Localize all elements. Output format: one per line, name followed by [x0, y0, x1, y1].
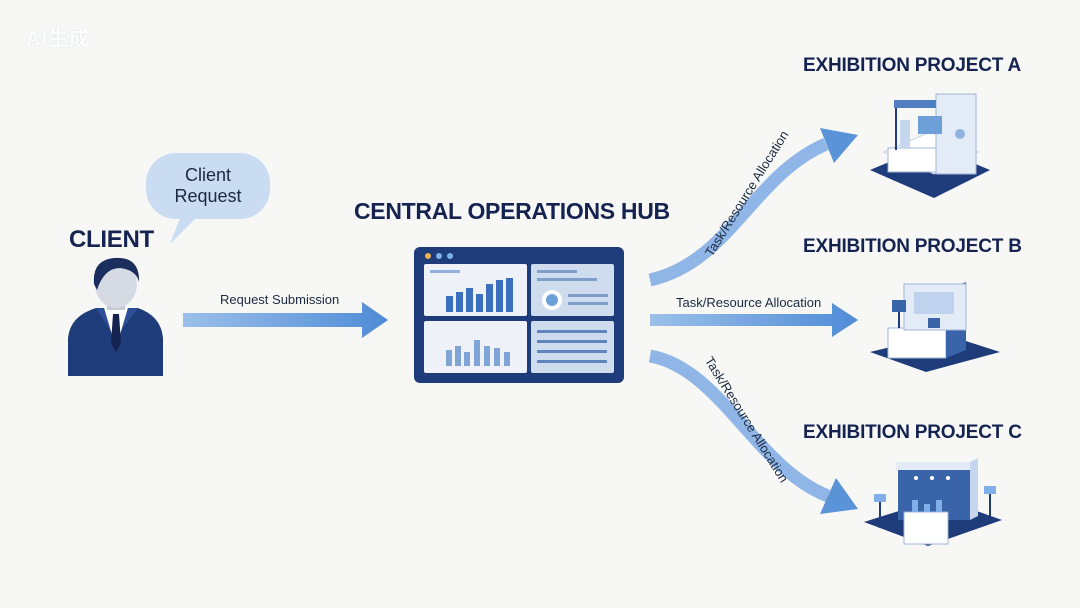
project-a-booth-icon: [870, 93, 990, 198]
request-submission-label: Request Submission: [220, 292, 340, 307]
project-a-title: EXHIBITION PROJECT A: [803, 55, 1022, 76]
project-c-title: EXHIBITION PROJECT C: [803, 422, 1022, 443]
bubble-line-1: Client: [184, 165, 232, 185]
hub-dashboard-icon: [414, 247, 624, 383]
project-b-booth-icon: [870, 282, 1000, 372]
speech-bubble: [146, 153, 270, 244]
hub-title: CENTRAL OPERATIONS HUB: [354, 198, 670, 224]
client-request-bubble-text: Client Request: [146, 165, 270, 207]
allocation-label-b: Task/Resource Allocation: [676, 295, 822, 310]
arrow-to-project-a: [648, 128, 858, 287]
client-title: CLIENT: [69, 226, 154, 253]
arrow-to-project-c: [648, 349, 858, 514]
client-person-icon: [68, 257, 163, 376]
arrow-to-project-b: [650, 303, 858, 337]
project-c-booth-icon: [864, 458, 1002, 546]
bubble-line-2: Request: [174, 186, 242, 206]
request-arrow: [183, 302, 388, 338]
project-b-title: EXHIBITION PROJECT B: [803, 236, 1022, 257]
watermark: AI生成: [26, 28, 90, 50]
